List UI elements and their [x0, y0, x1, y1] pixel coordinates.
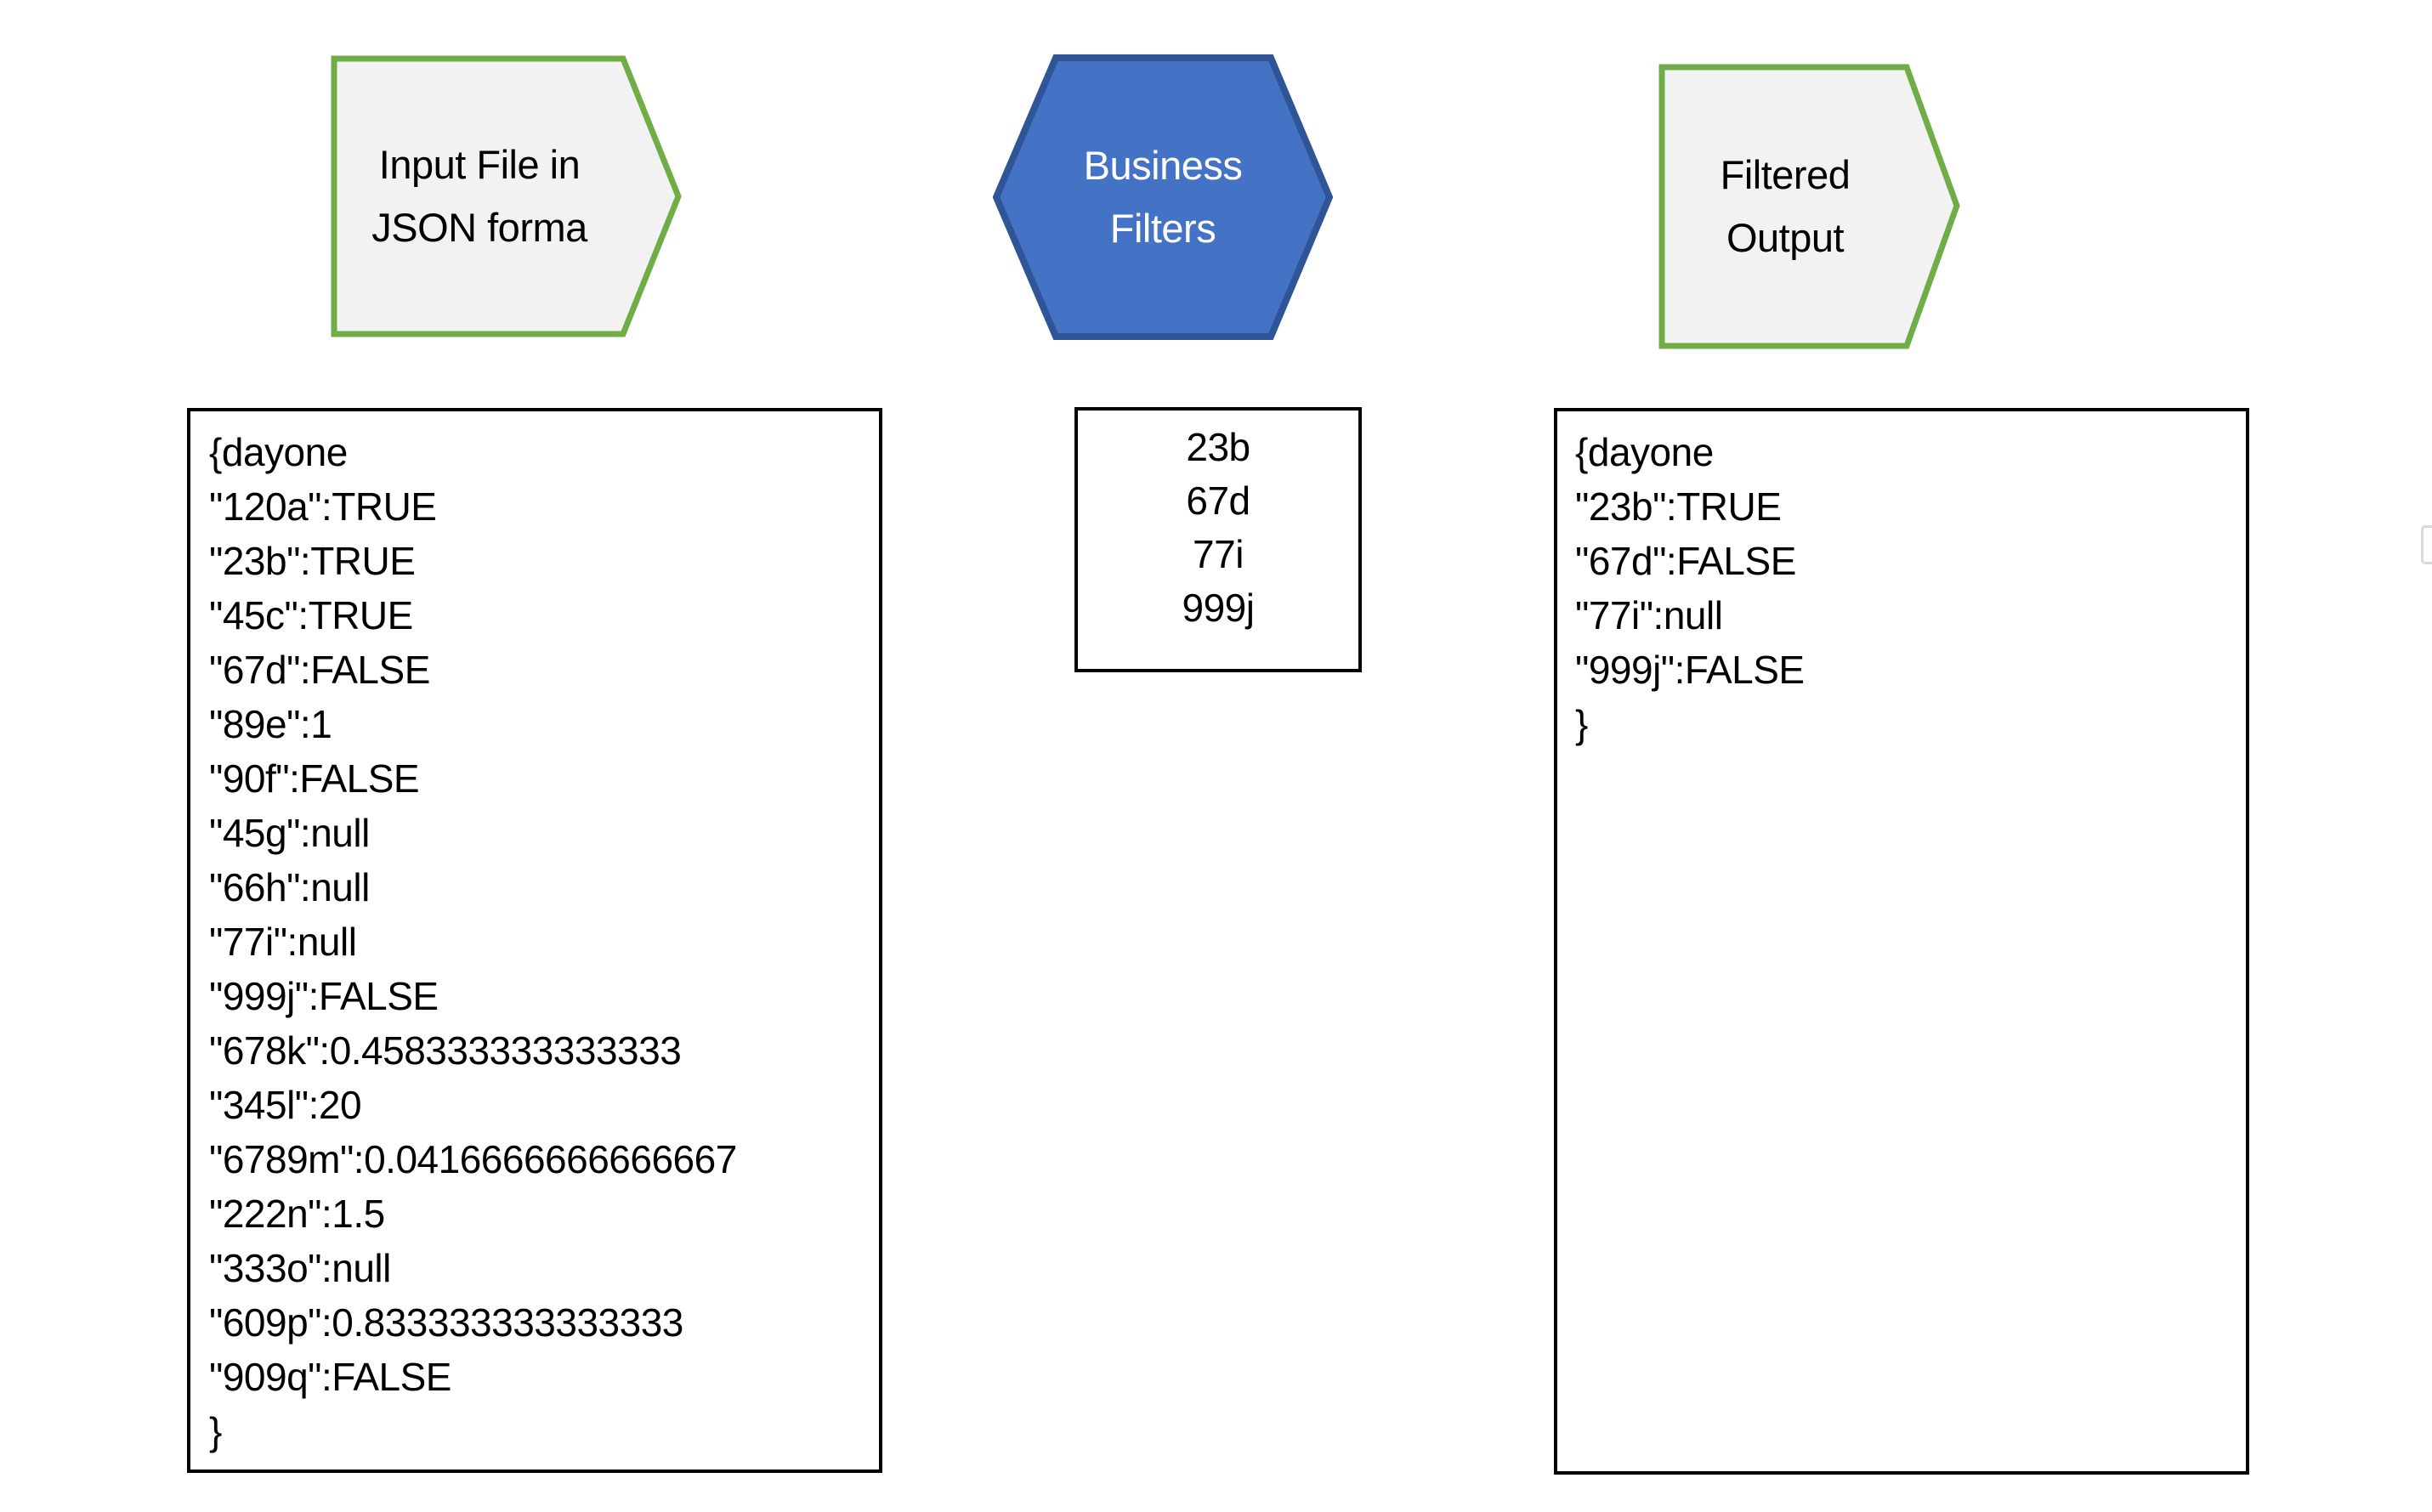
json-line: "999j":FALSE: [209, 974, 439, 1018]
pentagon-arrow-icon: [1658, 64, 1960, 349]
business-filters-label-line2: Filters: [1109, 206, 1216, 251]
output-json-box: {dayone "23b":TRUE "67d":FALSE "77i":nul…: [1554, 408, 2249, 1475]
filtered-output-label-line1: Filtered: [1720, 152, 1851, 197]
json-line: "345l":20: [209, 1083, 362, 1127]
input-file-label: Input File in JSON forma: [331, 54, 628, 338]
json-line: }: [209, 1409, 222, 1453]
business-filters-shape: Business Filters: [993, 54, 1333, 341]
json-line: "90f":FALSE: [209, 756, 420, 801]
input-file-label-line1: Input File in: [378, 142, 581, 187]
pentagon-arrow-outline: [331, 55, 682, 337]
filtered-output-label-line2: Output: [1726, 215, 1845, 260]
json-line: "77i":null: [1575, 593, 1723, 637]
json-line: "89e":1: [209, 702, 332, 746]
json-line: "77i":null: [209, 920, 357, 964]
filter-item: 999j: [1182, 586, 1255, 630]
filtered-output-shape: Filtered Output: [1658, 63, 1961, 350]
json-line: }: [1575, 702, 1588, 746]
filter-item: 67d: [1186, 479, 1250, 523]
json-line: "45g":null: [209, 811, 370, 855]
json-line: "999j":FALSE: [1575, 648, 1805, 692]
json-line: "66h":null: [209, 865, 370, 909]
pentagon-arrow-outline: [1658, 64, 1960, 349]
business-filters-label: Business Filters: [993, 54, 1333, 341]
json-line: "120a":TRUE: [209, 484, 437, 529]
filter-item: 77i: [1193, 532, 1244, 576]
input-file-label-line2: JSON forma: [371, 205, 587, 250]
json-line: "333o":null: [209, 1246, 391, 1290]
input-json-box: {dayone "120a":TRUE "23b":TRUE "45c":TRU…: [187, 408, 882, 1473]
json-line: "45c":TRUE: [209, 593, 413, 637]
json-line: "909q":FALSE: [209, 1355, 451, 1399]
json-line: "23b":TRUE: [1575, 484, 1782, 529]
filtered-output-label: Filtered Output: [1658, 63, 1912, 350]
json-line: {dayone: [209, 430, 348, 474]
pentagon-arrow-icon: [331, 55, 682, 337]
business-filters-label-line1: Business: [1083, 143, 1243, 188]
json-line: "67d":FALSE: [1575, 539, 1796, 583]
filter-item: 23b: [1186, 425, 1250, 469]
hexagon-outline: [993, 54, 1333, 340]
input-file-shape: Input File in JSON forma: [331, 54, 684, 338]
json-line: "222n":1.5: [209, 1192, 385, 1236]
filters-list-box: 23b 67d 77i 999j: [1074, 407, 1362, 672]
json-line: "6789m":0.0416666666666667: [209, 1137, 737, 1181]
hexagon-icon: [993, 54, 1333, 340]
edge-artifact: [2421, 525, 2432, 564]
json-line: "609p":0.833333333333333: [209, 1300, 683, 1345]
json-line: "678k":0.458333333333333: [209, 1028, 682, 1073]
json-line: {dayone: [1575, 430, 1714, 474]
json-line: "67d":FALSE: [209, 648, 430, 692]
json-line: "23b":TRUE: [209, 539, 416, 583]
